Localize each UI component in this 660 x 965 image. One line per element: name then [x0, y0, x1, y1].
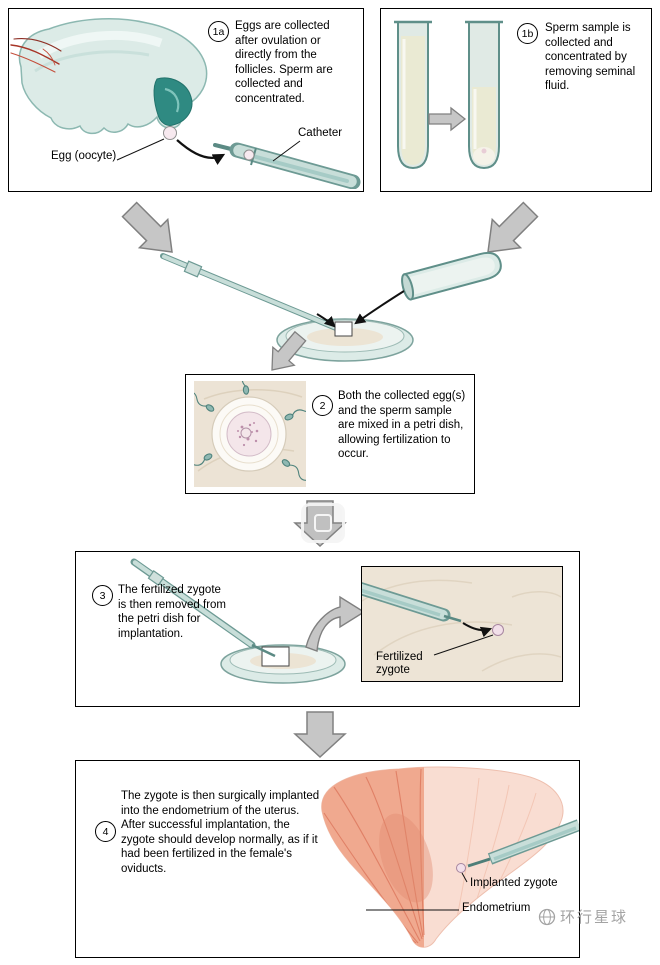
big-arrow-from-1b-icon [487, 201, 539, 253]
watermark-globe-icon [538, 908, 556, 925]
panel-step-3: 3 The fertilized zygote is then removed … [75, 551, 580, 707]
sample-target-box [334, 321, 353, 337]
panel-step-2: 2 Both the collected egg(s) and the sper… [185, 374, 475, 494]
egg-oocyte-dot [163, 126, 177, 140]
step-text-1a: Eggs are collected after ovulation or di… [235, 20, 333, 105]
catheter-tip-icon [362, 582, 462, 623]
down-arrow-2-icon [293, 711, 347, 759]
curved-arrow-to-inset-icon [305, 595, 366, 652]
implantation-catheter-icon [467, 819, 579, 868]
big-arrow-from-1a-icon [121, 201, 173, 253]
zygote-removal-illustration [130, 558, 366, 684]
uterus-implantation-illustration [321, 766, 579, 948]
ovary-catheter-illustration [10, 17, 361, 189]
step-text-1b: Sperm sample is collected and concentrat… [545, 22, 636, 93]
implanted-zygote-line [461, 872, 468, 883]
panel-step-4: 4 The zygote is then surgically implante… [75, 760, 580, 958]
egg-in-catheter-dot [243, 149, 255, 161]
sperm-icons [194, 381, 306, 485]
sperm-tubes-illustration [394, 20, 503, 170]
catheter-label: Catheter [298, 127, 343, 139]
step-badge-2: 2 [312, 395, 333, 416]
suction-arrow [462, 622, 493, 638]
watermark-text: 环行星球 [560, 909, 629, 926]
transfer-catheter-icon [130, 558, 276, 658]
zygote-closeup-illustration [362, 579, 561, 672]
step-text-4: The zygote is then surgically implanted … [121, 790, 320, 875]
zygote-inset-panel: Fertilized zygote [361, 566, 563, 682]
step-badge-1b: 1b [517, 23, 538, 44]
endometrium-label: Endometrium [462, 902, 531, 914]
implanted-zygote-dot [456, 863, 466, 873]
step-badge-3: 3 [92, 585, 113, 606]
fertilized-zygote-label: Fertilized zygote [376, 651, 423, 677]
egg-label-line [116, 138, 165, 161]
muscle-striations [321, 768, 425, 946]
test-tube-raw-icon [394, 20, 432, 170]
catheter-pour-arrow [316, 313, 336, 328]
step-text-3: The fertilized zygote is then removed fr… [118, 584, 227, 640]
right-arrow-icon [428, 106, 467, 132]
implanted-zygote-label: Implanted zygote [470, 877, 558, 889]
tilted-test-tube-icon [401, 251, 502, 301]
catheter-label-line [272, 140, 301, 162]
panel-step-1b: 1b Sperm sample is collected and concent… [380, 8, 652, 192]
zygote-pickup-box [261, 646, 290, 667]
faint-watermark-logo [301, 503, 345, 543]
watermark: 环行星球 [538, 906, 628, 927]
step-badge-4: 4 [95, 821, 116, 842]
zygote-label-line [433, 634, 494, 656]
panel-step-1a: 1a Eggs are collected after ovulation or… [8, 8, 364, 192]
arrow-to-step2-icon [271, 330, 307, 371]
step-text-2: Both the collected egg(s) and the sperm … [338, 390, 466, 461]
transfer-catheter-icon [160, 253, 339, 331]
test-tube-concentrated-icon [465, 20, 503, 170]
mixing-illustration [121, 201, 539, 371]
fertilization-illustration [194, 381, 306, 487]
fertilized-zygote-dot [492, 624, 504, 636]
tube-pour-arrow [354, 290, 405, 325]
egg-to-catheter-arrow [176, 139, 226, 165]
egg-oocyte-label: Egg (oocyte) [51, 150, 117, 162]
blood-vessels [10, 38, 62, 73]
catheter-icon [213, 142, 361, 189]
infundibulum [153, 77, 193, 126]
step-badge-1a: 1a [208, 21, 229, 42]
